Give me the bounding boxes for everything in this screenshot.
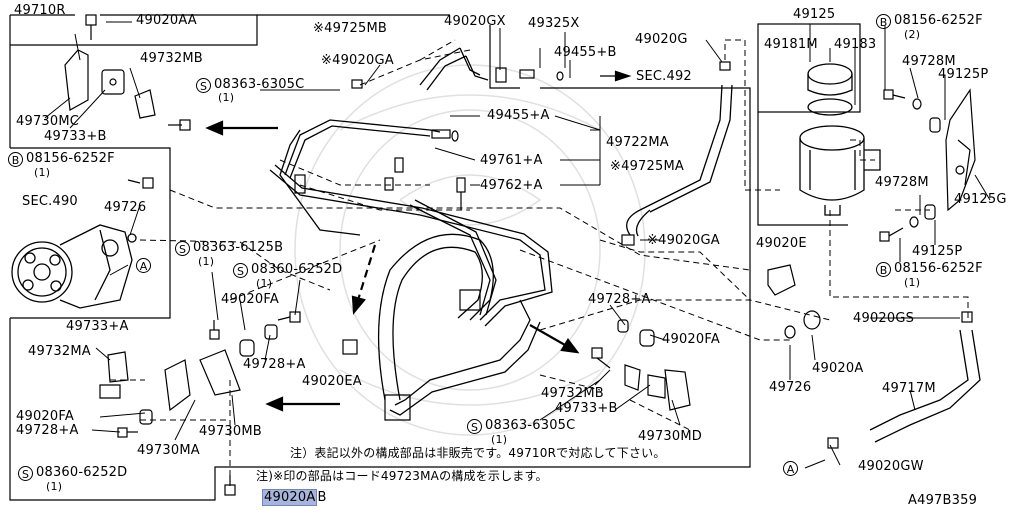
- label-49020AA[interactable]: 49020AA: [136, 13, 197, 28]
- label-49733B-b[interactable]: 49733+B: [555, 401, 618, 416]
- label-49726-b[interactable]: 49726: [769, 380, 812, 395]
- label-08360-b-qty: (1): [46, 480, 63, 493]
- label-49125P-a[interactable]: 49125P: [938, 67, 989, 82]
- label-49020FA-a[interactable]: 49020FA: [221, 292, 279, 307]
- label-49725MA[interactable]: ※49725MA: [610, 159, 684, 174]
- label-08156-b[interactable]: 08156-6252F: [26, 151, 115, 166]
- label-08363-c-qty: (1): [491, 433, 508, 446]
- s-symbol-e: S: [18, 466, 33, 481]
- leader-lines: [44, 21, 991, 469]
- s-symbol-d: S: [467, 419, 482, 434]
- label-49725MB[interactable]: ※49725MB: [313, 21, 387, 36]
- label-49733B-a[interactable]: 49733+B: [44, 129, 107, 144]
- a-symbol-b: A: [783, 461, 798, 476]
- label-49455A[interactable]: 49455+A: [487, 108, 550, 123]
- label-49732MB-b[interactable]: 49732MB: [541, 386, 604, 401]
- label-49728A-a[interactable]: 49728+A: [588, 292, 651, 307]
- label-08156-c-qty: (1): [904, 276, 921, 289]
- note-1: 注）表記以外の構成部品は非販売です。49710Rで対応して下さい。: [290, 446, 666, 460]
- label-49125[interactable]: 49125: [793, 7, 836, 22]
- pump: [11, 224, 137, 309]
- b-symbol-a: B: [876, 14, 891, 29]
- label-49726-a[interactable]: 49726: [104, 200, 147, 215]
- label-49181M[interactable]: 49181M: [764, 37, 818, 52]
- label-49020AB-highlight[interactable]: 49020A: [262, 489, 318, 506]
- label-49728A-b[interactable]: 49728+A: [243, 357, 306, 372]
- label-08360-a-qty: (1): [256, 277, 273, 290]
- label-08363-a-qty: (1): [218, 91, 235, 104]
- label-49730MA[interactable]: 49730MA: [137, 443, 200, 458]
- a-symbol-a: A: [136, 258, 151, 273]
- b-symbol-b: B: [8, 152, 23, 167]
- label-49020EA[interactable]: 49020EA: [302, 374, 362, 389]
- suction-hoses: [419, 47, 981, 443]
- label-49020GW[interactable]: 49020GW: [858, 459, 924, 474]
- bracket-49125g: [945, 88, 976, 212]
- label-sec492[interactable]: SEC.492: [636, 69, 692, 84]
- label-08156-a[interactable]: 08156-6252F: [894, 13, 983, 28]
- label-49020FA-b[interactable]: 49020FA: [662, 332, 720, 347]
- label-49730MD[interactable]: 49730MD: [638, 429, 702, 444]
- dashed-lines: [110, 39, 969, 490]
- label-49761A[interactable]: 49761+A: [480, 153, 543, 168]
- label-49730MB[interactable]: 49730MB: [199, 424, 262, 439]
- label-49728M-a[interactable]: 49728M: [902, 54, 956, 69]
- label-08363-a[interactable]: 08363-6305C: [214, 77, 305, 92]
- label-08363-b[interactable]: 08363-6125B: [193, 240, 284, 255]
- diagram-code: A497B359: [908, 493, 978, 508]
- label-49325X[interactable]: 49325X: [528, 16, 580, 31]
- label-49455B[interactable]: 49455+B: [554, 45, 617, 60]
- label-sec490[interactable]: SEC.490: [22, 194, 78, 209]
- label-49020AB-suffix: B: [317, 490, 327, 505]
- b-symbol-c: B: [876, 262, 891, 277]
- label-49020GA-a[interactable]: ※49020GA: [321, 53, 394, 68]
- label-49730MC[interactable]: 49730MC: [16, 114, 80, 129]
- label-49710R[interactable]: 49710R: [14, 3, 66, 18]
- label-08156-b-qty: (1): [34, 166, 51, 179]
- label-08363-b-qty: (1): [198, 255, 215, 268]
- label-49728M-b[interactable]: 49728M: [875, 175, 929, 190]
- label-08156-c[interactable]: 08156-6252F: [894, 261, 983, 276]
- pipes: [269, 119, 553, 416]
- label-49717M[interactable]: 49717M: [882, 381, 936, 396]
- label-49732MB-a[interactable]: 49732MB: [140, 51, 203, 66]
- label-49020G[interactable]: 49020G: [635, 32, 688, 47]
- label-49020GX[interactable]: 49020GX: [444, 14, 506, 29]
- s-symbol-a: S: [196, 78, 211, 93]
- label-49762A[interactable]: 49762+A: [480, 178, 543, 193]
- label-49020GS[interactable]: 49020GS: [853, 311, 915, 326]
- label-49722MA[interactable]: 49722MA: [606, 135, 669, 150]
- clips: [64, 49, 796, 421]
- label-49020E[interactable]: 49020E: [756, 236, 807, 251]
- s-symbol-c: S: [233, 263, 248, 278]
- label-49125P-b[interactable]: 49125P: [912, 244, 963, 259]
- label-08363-c[interactable]: 08363-6305C: [485, 418, 576, 433]
- label-49020A[interactable]: 49020A: [812, 361, 864, 376]
- label-49020FA-c[interactable]: 49020FA: [16, 409, 74, 424]
- label-08360-b[interactable]: 08360-6252D: [36, 465, 128, 480]
- label-49020GA-b[interactable]: ※49020GA: [647, 233, 720, 248]
- label-49732MA[interactable]: 49732MA: [28, 344, 91, 359]
- label-49183[interactable]: 49183: [834, 37, 877, 52]
- label-08156-a-qty: (2): [904, 28, 921, 41]
- label-49733A[interactable]: 49733+A: [66, 319, 129, 334]
- frame-lines: [9, 14, 861, 501]
- fasteners: [85, 14, 973, 496]
- note-2: 注)※印の部品はコード49723MAの構成を示します。: [256, 469, 548, 483]
- reservoir: [799, 63, 881, 216]
- solid-arrows: [205, 70, 632, 412]
- label-08360-a[interactable]: 08360-6252D: [251, 262, 343, 277]
- label-49728A-c[interactable]: 49728+A: [16, 423, 79, 438]
- label-49125G[interactable]: 49125G: [954, 192, 1007, 207]
- s-symbol-b: S: [175, 241, 190, 256]
